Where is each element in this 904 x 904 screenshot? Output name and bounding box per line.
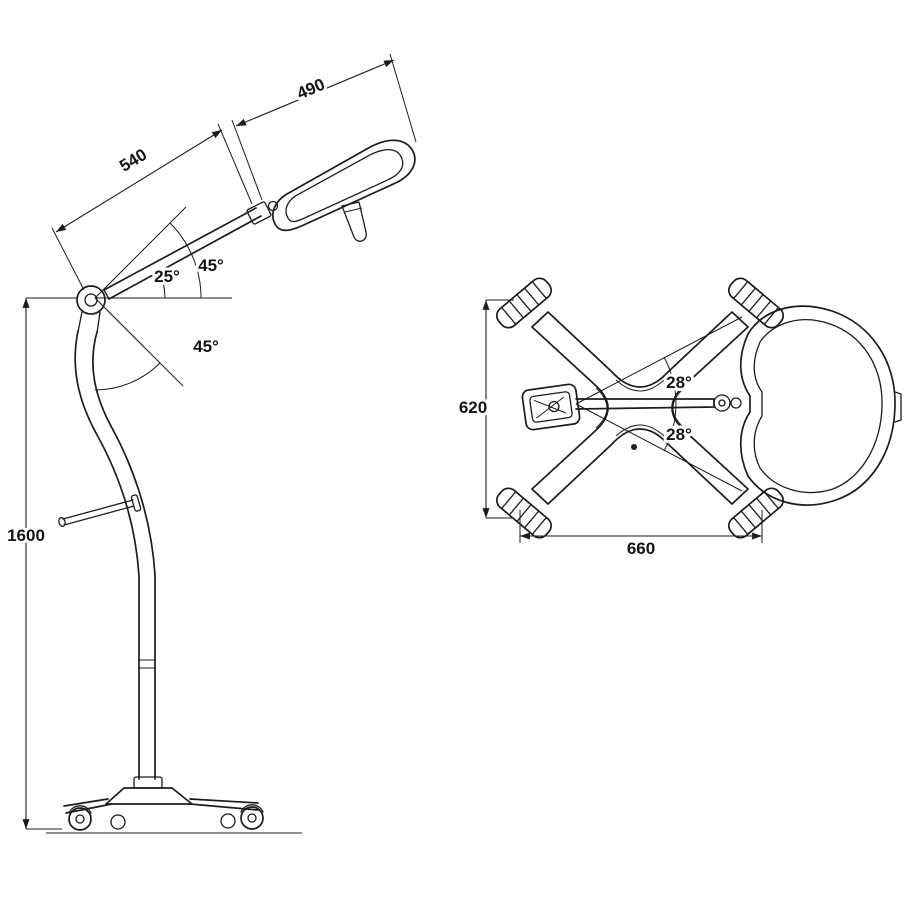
swivel-upper-angle-label: 28° — [666, 373, 692, 392]
top-view: 28° 28° 620 660 — [456, 277, 902, 561]
lower-swing-angle-label: 45° — [193, 337, 219, 356]
dim-base-width-label: 660 — [627, 539, 655, 558]
base-side — [46, 776, 302, 834]
dim-head-length-label: 490 — [294, 75, 328, 104]
support-arm-top — [575, 394, 742, 412]
swivel-angle-annotations: 28° 28° — [575, 316, 743, 492]
lamp-head-top — [739, 305, 902, 506]
head-handle — [341, 201, 367, 242]
dim-base-depth-label: 620 — [459, 398, 487, 417]
adjustment-handle — [58, 494, 142, 528]
dim-stand-height-label: 1600 — [7, 526, 45, 545]
lamp-head-side — [271, 139, 416, 232]
pole-mount-top — [521, 383, 581, 431]
rear-caster-left — [110, 814, 126, 830]
side-view: 25° 45° 45° 540 490 1600 — [4, 53, 417, 834]
rear-caster-right — [220, 813, 236, 829]
pivot-angle-annotations: 25° 45° 45° — [94, 206, 232, 391]
pivot-joint — [76, 285, 106, 334]
caster-top-upper-left — [496, 277, 552, 329]
arm-head-coupling — [246, 200, 279, 225]
head-tilt-angle-label: 25° — [154, 267, 180, 286]
dim-base-depth: 620 — [456, 299, 514, 519]
caster-wheel-right — [240, 804, 264, 830]
dim-stand-height: 1600 — [4, 297, 78, 830]
caster-top-lower-right — [728, 487, 784, 539]
swivel-lower-angle-label: 28° — [666, 425, 692, 444]
dim-head-length: 490 — [231, 53, 417, 201]
caster-wheel-left — [68, 805, 92, 831]
caster-top-upper-right — [728, 277, 784, 329]
caster-top-lower-left — [496, 487, 552, 539]
dim-base-width: 660 — [519, 510, 763, 561]
support-arm — [103, 207, 262, 300]
upper-swing-angle-label: 45° — [198, 256, 224, 275]
base-bolt — [631, 444, 637, 450]
dim-arm-length-label: 540 — [116, 145, 150, 176]
support-pole — [74, 330, 156, 780]
